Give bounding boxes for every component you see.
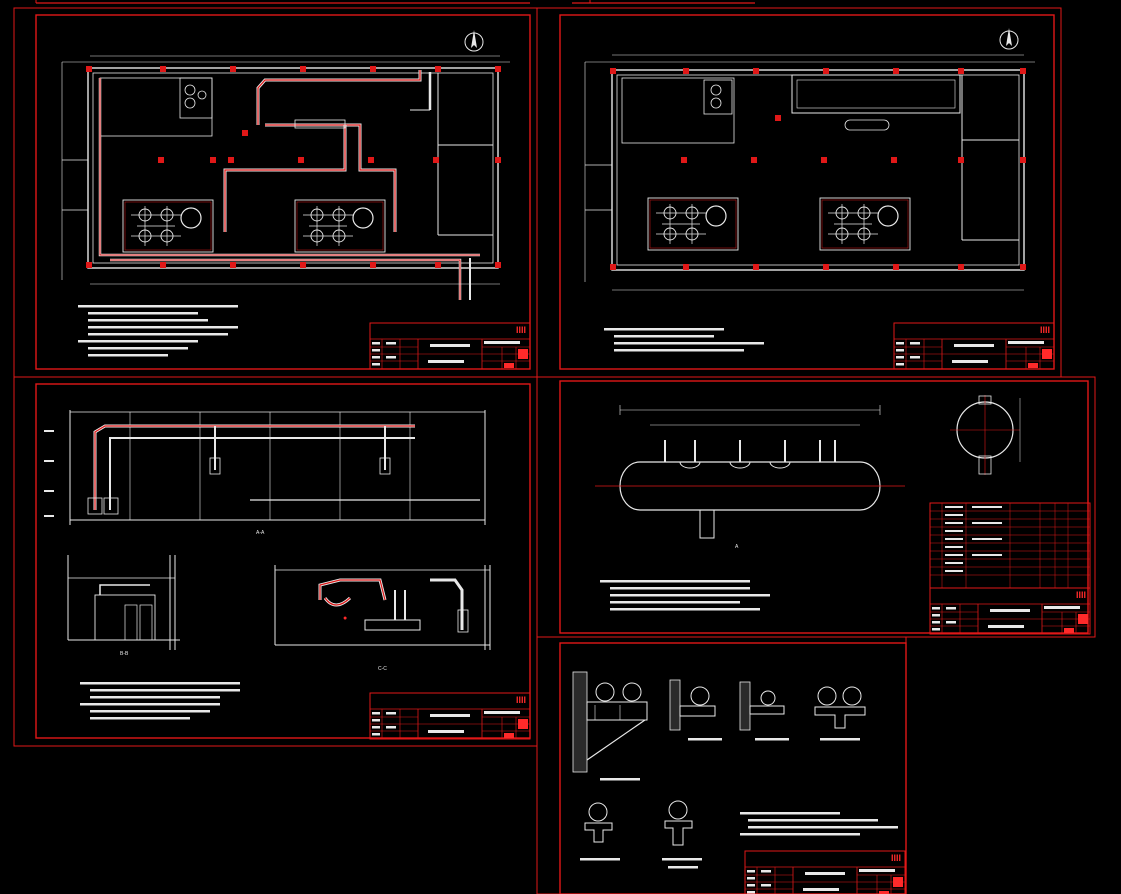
svg-text:C-C: C-C bbox=[378, 666, 387, 672]
north-arrow-icon bbox=[999, 27, 1019, 50]
north-arrow-icon bbox=[464, 29, 484, 52]
sheet-1-piping-plan bbox=[13, 7, 538, 378]
sheet-5-support-details bbox=[536, 636, 907, 894]
svg-text:B-B: B-B bbox=[120, 651, 129, 657]
svg-text:A: A bbox=[735, 544, 739, 550]
svg-text:A-A: A-A bbox=[256, 530, 265, 536]
svg-text:●: ● bbox=[343, 615, 347, 622]
sheet-4-vessel-detail: A bbox=[536, 376, 1096, 638]
sheet-3-sections: A-A B-B ● C-C bbox=[13, 376, 538, 747]
sheet-2-plan bbox=[536, 7, 1062, 378]
